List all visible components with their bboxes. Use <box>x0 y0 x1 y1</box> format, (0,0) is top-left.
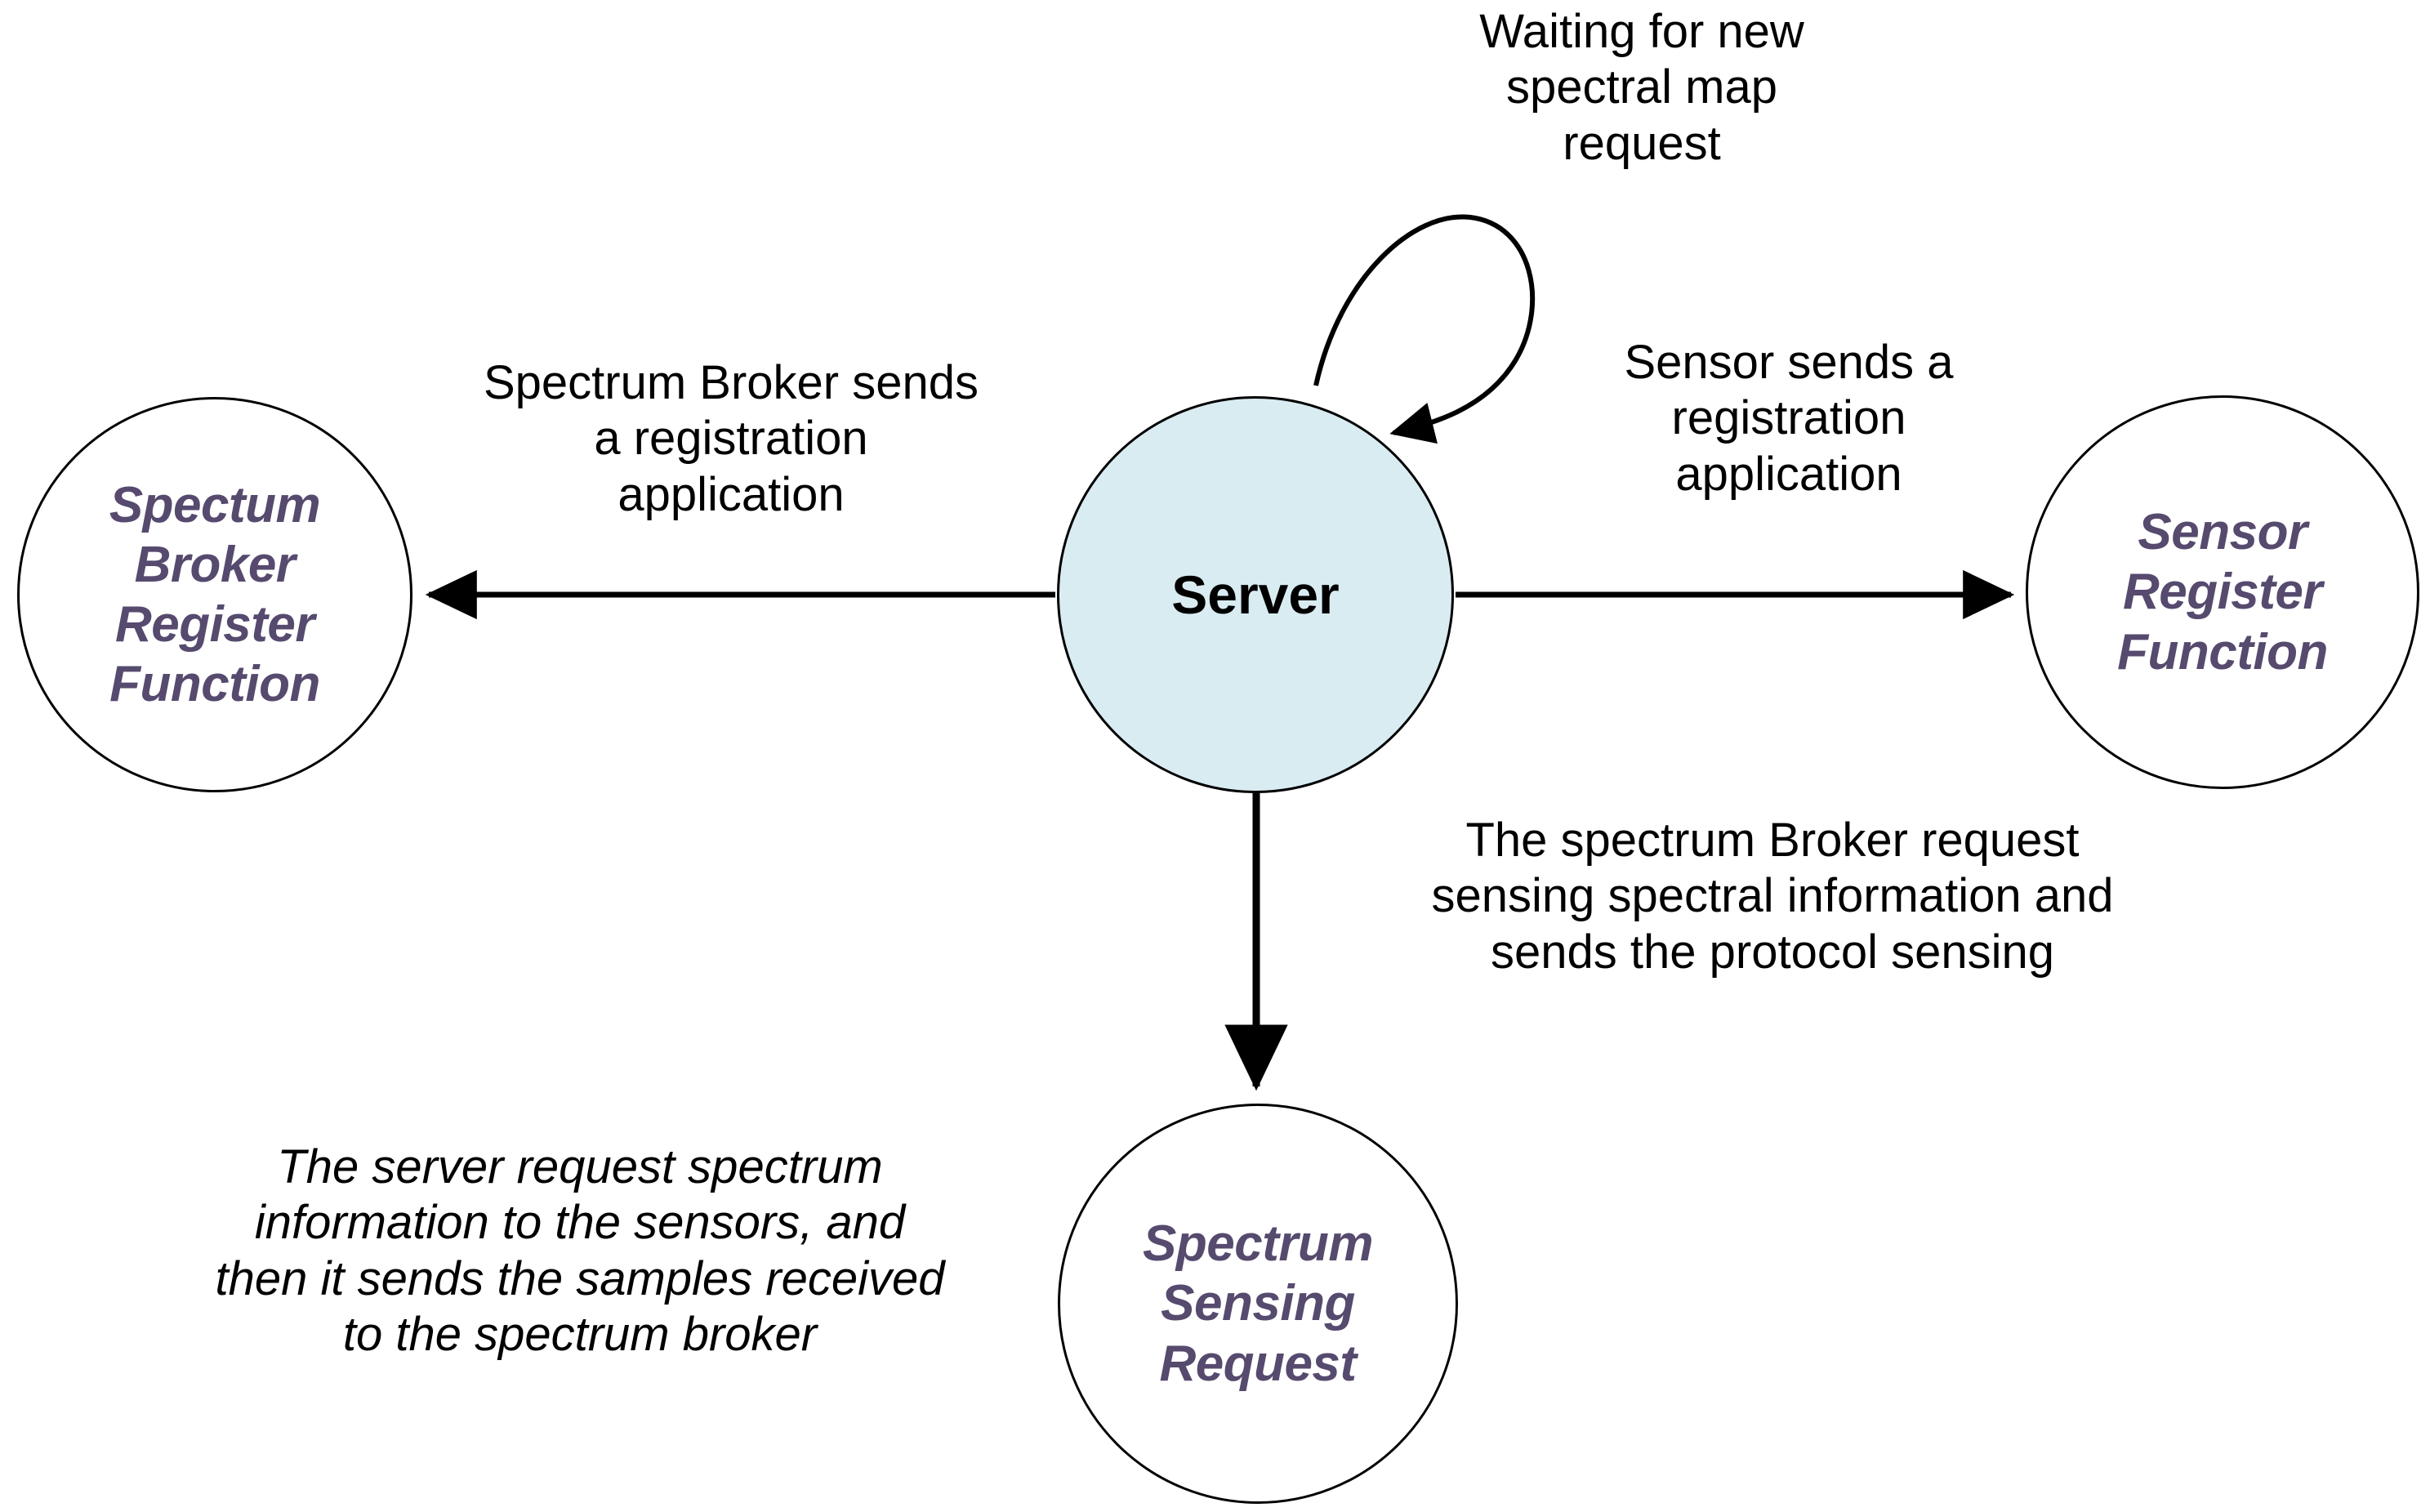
node-label-spectum-broker-register-function: Spectum Broker Register Function <box>109 476 321 713</box>
edge-label-server-to-spectrum-sensing: The spectrum Broker request sensing spec… <box>1431 814 2114 979</box>
annotation-server-sensor-note: The server request spectrum information … <box>215 1140 945 1362</box>
node-label-spectrum-sensing-request: Spectrum Sensing Request <box>1143 1215 1373 1392</box>
edge-label-server-to-sensor-register: Sensor sends a registration application <box>1624 336 1954 501</box>
node-spectum-broker-register-function[interactable]: Spectum Broker Register Function <box>17 397 412 792</box>
node-label-server: Server <box>1171 564 1340 625</box>
edge-server-self-loop <box>1313 214 1536 444</box>
node-label-sensor-register-function: Sensor Register Function <box>2117 504 2328 680</box>
node-server[interactable]: Server <box>1057 396 1454 793</box>
edge-label-server-self-loop: Waiting for new spectral map request <box>1479 5 1804 170</box>
node-sensor-register-function[interactable]: Sensor Register Function <box>2026 395 2419 789</box>
edge-label-server-to-spectum-broker: Spectrum Broker sends a registration app… <box>483 356 979 521</box>
node-spectrum-sensing-request[interactable]: Spectrum Sensing Request <box>1058 1104 1458 1504</box>
